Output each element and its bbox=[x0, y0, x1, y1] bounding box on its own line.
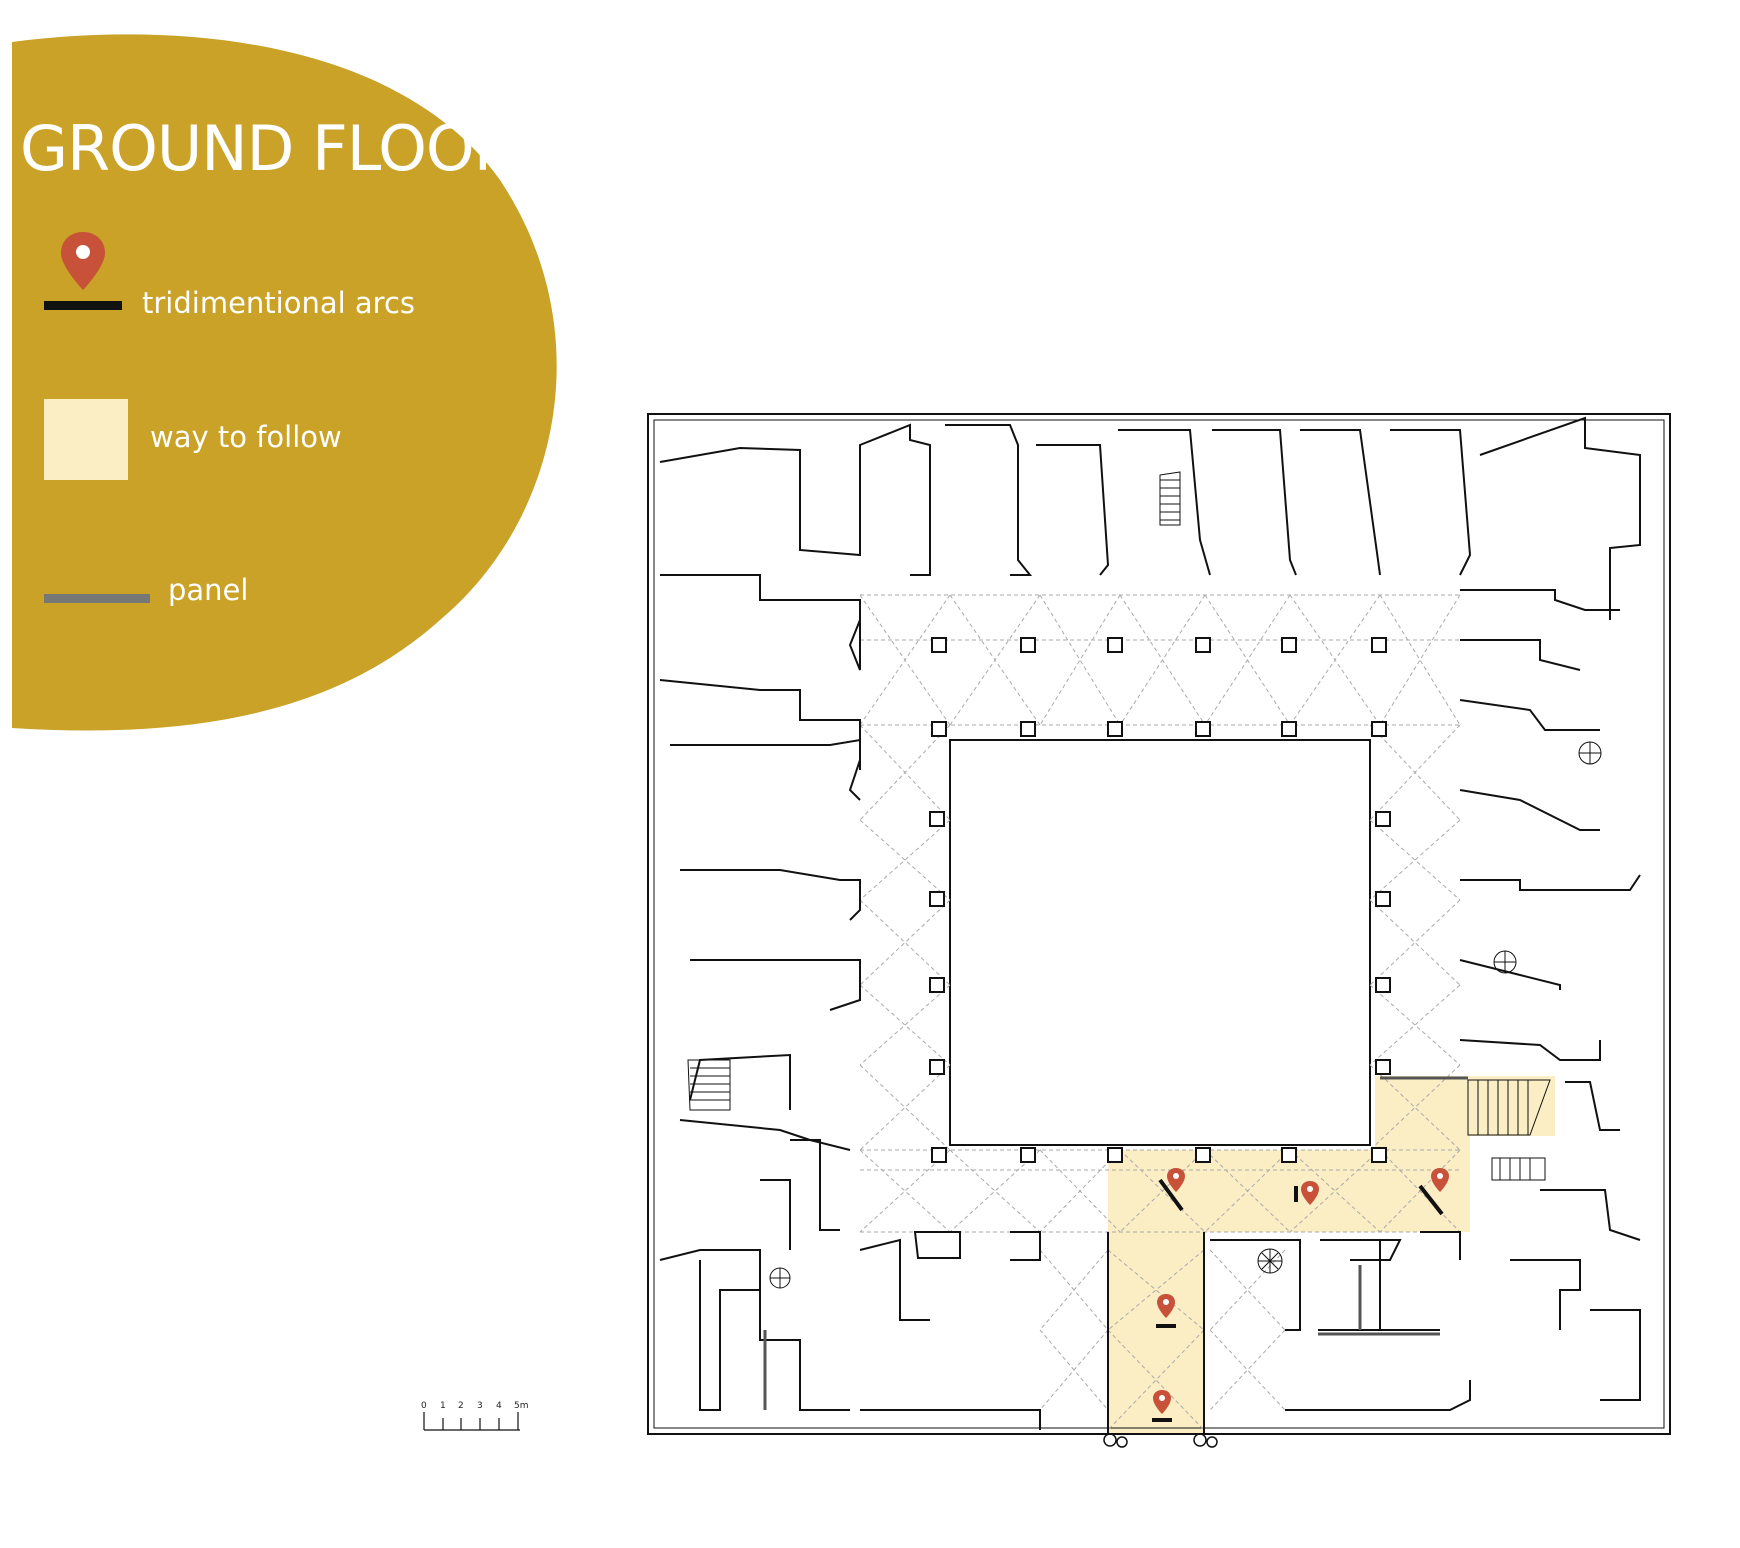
panel-legend-line bbox=[44, 594, 150, 603]
legend-title: GROUND FLOOR bbox=[20, 112, 517, 185]
map-pin-icon bbox=[1153, 1390, 1171, 1414]
way-to-follow-highlight bbox=[1108, 1076, 1555, 1434]
map-pin-icon bbox=[1167, 1168, 1185, 1192]
arc-markers bbox=[1152, 1178, 1444, 1422]
outer-wall bbox=[647, 413, 1671, 1435]
scale-bar-labels: 0 1 2 3 4 5m bbox=[421, 1401, 529, 1411]
map-pin-icon bbox=[61, 232, 105, 290]
legend-label-arcs: tridimentional arcs bbox=[142, 286, 415, 320]
panels bbox=[763, 1076, 1468, 1410]
legend-label-panel: panel bbox=[168, 573, 249, 607]
scale-tick-label: 0 bbox=[421, 1401, 427, 1411]
columns bbox=[929, 637, 1391, 1163]
scale-tick-label: 3 bbox=[477, 1401, 483, 1411]
stairs bbox=[687, 471, 1602, 1289]
scale-tick-label: 4 bbox=[496, 1401, 502, 1411]
entrance bbox=[1103, 1433, 1218, 1448]
scale-tick-label: 1 bbox=[440, 1401, 446, 1411]
arc-legend-line bbox=[44, 301, 122, 310]
courtyard bbox=[949, 739, 1371, 1146]
scale-bar bbox=[423, 1412, 520, 1431]
scale-tick-label: 5m bbox=[514, 1401, 529, 1411]
map-pin-icon bbox=[1157, 1294, 1175, 1318]
map-pin-icon bbox=[1431, 1168, 1449, 1192]
room-walls bbox=[659, 416, 1641, 1434]
legend-label-way: way to follow bbox=[150, 420, 342, 454]
scale-tick-label: 2 bbox=[458, 1401, 464, 1411]
map-pin-icon bbox=[1301, 1181, 1319, 1205]
legend-panel bbox=[12, 34, 557, 731]
way-swatch bbox=[44, 399, 128, 480]
pin-markers bbox=[1153, 1168, 1449, 1414]
